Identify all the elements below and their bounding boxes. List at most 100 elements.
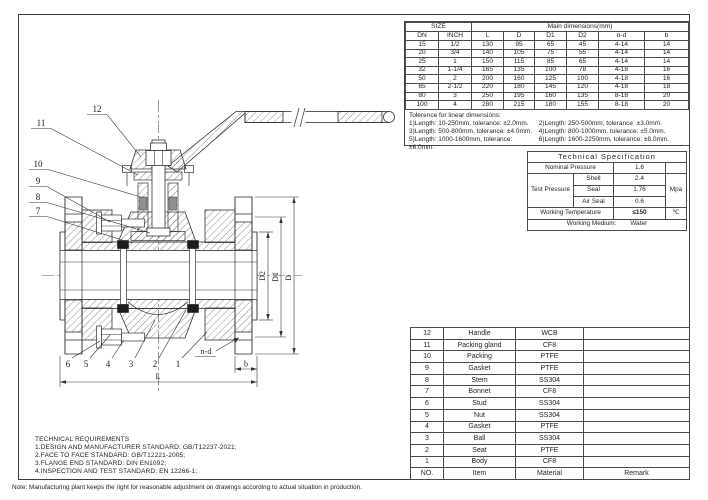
part-number: 2 [410, 443, 444, 457]
cell-b: 18 [644, 82, 689, 93]
size-table-row: 80 3 250 195 160 135 8-18 20 [405, 91, 689, 102]
cell-b: 20 [644, 100, 689, 110]
working-temperature-label: Working Temperature [527, 207, 614, 220]
dim-D2-label: D2 [258, 271, 267, 281]
technical-specification-table: Technical Specification Nominal Pressure… [527, 151, 687, 232]
dim-D1-label: D1 [271, 272, 280, 282]
working-medium-value: Water [630, 220, 648, 228]
callout-10-label: 10 [34, 159, 44, 169]
cell-b: 14 [644, 57, 689, 67]
cell-d2: 78 [566, 65, 599, 76]
technical-requirement-item: 1.DESIGN AND MANUFACTURER STANDARD: GB/T… [35, 444, 237, 451]
size-column-header-cell: INCH [438, 31, 472, 41]
part-material: SS304 [515, 432, 584, 445]
part-remark [583, 432, 690, 445]
part-remark [583, 385, 690, 399]
cell-d2: 55 [566, 48, 599, 59]
size-table-row: 100 4 280 215 180 155 8-18 20 [405, 100, 689, 110]
cell-l: 200 [471, 74, 504, 84]
working-medium-row: Working Medium: Water [527, 218, 687, 232]
parts-table-row: 5 Nut SS304 [410, 408, 690, 422]
shell-label: Shell [573, 173, 614, 186]
part-number: 8 [410, 373, 444, 387]
air-seal-value: 0.6 [613, 195, 666, 209]
cell-inch: 1-1/4 [438, 65, 472, 76]
cell-inch: 2-1/2 [438, 82, 472, 93]
cell-l: 140 [471, 48, 504, 59]
cell-d2: 155 [566, 100, 599, 110]
cell-l: 130 [471, 40, 504, 50]
parts-table-row: 7 Bonnet CF8 [410, 385, 690, 399]
part-number: 10 [410, 350, 444, 364]
size-table-row: 25 1 150 115 85 65 4-14 14 [405, 57, 689, 67]
cell-d1: 75 [534, 48, 567, 59]
dimension-lines [59, 196, 299, 387]
part-item: Nut [443, 408, 516, 422]
seal-label: Seal [573, 184, 614, 197]
tolerance-item: 2)Length: 250-500mm, tolerance: ±3.0mm. [538, 119, 662, 127]
parts-table-row: 1 Body CF8 [410, 455, 690, 469]
nominal-pressure-label: Nominal Pressure [527, 161, 614, 175]
cell-d1: 180 [534, 100, 567, 110]
cell-dn: 15 [405, 40, 439, 50]
temperature-unit: ℃ [665, 207, 687, 220]
footer-note: Note: Manufacturing plant keeps the righ… [12, 484, 362, 491]
cell-nd: 4-18 [598, 74, 645, 84]
parts-table-row: 11 Packing gland CF8 [410, 338, 690, 352]
parts-header-cell: Item [443, 467, 516, 480]
cell-d1: 100 [534, 65, 567, 76]
bore [59, 197, 258, 354]
size-column-header-cell: n-d [598, 31, 645, 41]
test-pressure-label: Test Pressure [527, 173, 574, 209]
cell-b: 16 [644, 65, 689, 76]
size-header-cell: SIZE [405, 22, 472, 32]
size-column-header-cell: DN [405, 31, 439, 41]
technical-requirement-item: 2.FACE TO FACE STANDARD: GB/T12221-2005; [35, 452, 186, 459]
part-remark [583, 350, 690, 364]
cell-nd: 8-18 [598, 100, 645, 110]
cell-d1: 65 [534, 40, 567, 50]
nominal-pressure-value: 1.6 [613, 161, 666, 175]
working-medium-label: Working Medium: [566, 220, 617, 228]
size-table-row: 32 1-1/4 165 135 100 78 4-18 16 [405, 65, 689, 76]
dim-b-label: b [244, 360, 248, 369]
nominal-pressure-unit [665, 161, 687, 175]
tolerance-item: 3)Length: 500-800mm, tolerance: ±4.0mm. [409, 127, 533, 135]
callout-12-label: 12 [93, 104, 102, 114]
part-number: 12 [410, 327, 444, 340]
cell-d: 135 [503, 65, 535, 76]
callout-3-label: 3 [129, 359, 134, 369]
part-item: Handle [443, 327, 516, 340]
cell-nd: 4-18 [598, 65, 645, 76]
cell-d1: 160 [534, 91, 567, 102]
size-table-row: 65 2-1/2 220 180 145 120 4-18 18 [405, 82, 689, 93]
part-material: CF8 [515, 385, 584, 399]
tolerance-item: 1)Length: 10-250mm, tolerance: ±2.0mm. [409, 119, 529, 127]
part-number: 5 [410, 408, 444, 422]
cell-d: 195 [503, 91, 535, 102]
cell-d2: 120 [566, 82, 599, 93]
cell-b: 14 [644, 40, 689, 50]
part-number: 6 [410, 397, 444, 410]
tolerance-title: Tolerence for linear dimensions: [409, 111, 501, 119]
cell-dn: 50 [405, 74, 439, 84]
parts-header-cell: Material [515, 467, 584, 480]
parts-list-table: 12 Handle WCB 11 Packing gland CF8 10 Pa… [410, 327, 690, 480]
dimension-arrows [60, 197, 296, 384]
parts-table-row: 3 Ball SS304 [410, 432, 690, 445]
size-table-row: 50 2 200 160 125 100 4-18 16 [405, 74, 689, 84]
technical-requirements-title: TECHNICAL REQUIREMENTS [35, 436, 130, 443]
dim-D-label: D [284, 275, 293, 281]
part-remark [583, 408, 690, 422]
cell-dn: 20 [405, 48, 439, 59]
cell-nd: 4-14 [598, 40, 645, 50]
cell-l: 165 [471, 65, 504, 76]
technical-requirements: TECHNICAL REQUIREMENTS 1.DESIGN AND MANU… [35, 436, 237, 476]
size-column-header-cell: L [471, 31, 504, 41]
cell-inch: 2 [438, 74, 472, 84]
drawing-frame [18, 14, 690, 480]
cell-nd: 4-14 [598, 57, 645, 67]
technical-requirement-item: 4.INSPECTION AND TEST STANDARD: EN 12266… [35, 468, 198, 475]
